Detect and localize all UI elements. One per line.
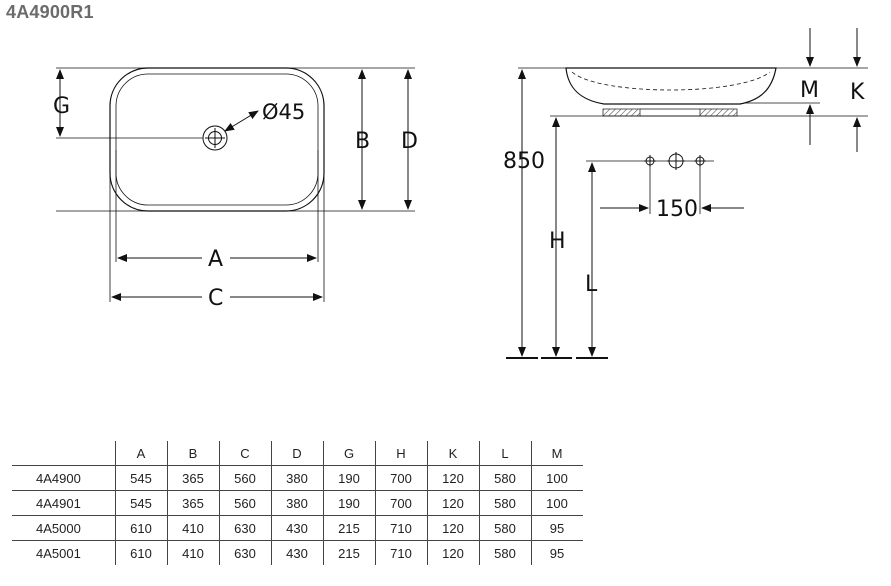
table-cell: 710 xyxy=(374,515,427,541)
table-cell: 365 xyxy=(166,465,219,491)
table-header-cell xyxy=(12,441,115,466)
label-m: M xyxy=(800,78,819,103)
table-cell: 120 xyxy=(426,465,479,491)
table-cell: 100 xyxy=(530,490,583,516)
table-header-cell: G xyxy=(322,441,375,466)
label-h: H xyxy=(549,229,566,254)
table-cell: 4A5001 xyxy=(36,545,81,561)
table-cell: 700 xyxy=(374,490,427,516)
table-header-cell: K xyxy=(426,441,479,466)
drain-icon xyxy=(202,125,228,151)
label-850: 850 xyxy=(503,149,545,174)
table-header-cell: D xyxy=(270,441,323,466)
table-cell: 95 xyxy=(530,515,583,541)
table-cell: 120 xyxy=(426,490,479,516)
table-cell: 120 xyxy=(426,515,479,541)
table-cell: 365 xyxy=(166,490,219,516)
table-cell: 700 xyxy=(374,465,427,491)
table-cell: 4A4900 xyxy=(36,470,81,486)
table-cell: 215 xyxy=(322,540,375,565)
label-b: B xyxy=(355,129,370,154)
label-c: C xyxy=(208,286,223,311)
table-cell: 190 xyxy=(322,465,375,491)
table-cell: 610 xyxy=(114,515,167,541)
table-cell: 120 xyxy=(426,540,479,565)
table-row: 4A5001 610 410 630 430 215 710 120 580 9… xyxy=(12,540,583,565)
table-header-cell: L xyxy=(478,441,531,466)
table-cell: 215 xyxy=(322,515,375,541)
label-a: A xyxy=(208,247,223,272)
label-k: K xyxy=(850,80,865,105)
table-cell: 410 xyxy=(166,540,219,565)
table-cell: 580 xyxy=(478,490,531,516)
basin-inner-outline xyxy=(115,73,319,206)
label-150: 150 xyxy=(656,197,698,222)
table-cell: 710 xyxy=(374,540,427,565)
table-cell: 380 xyxy=(270,465,323,491)
table-cell: 190 xyxy=(322,490,375,516)
table-cell: 560 xyxy=(218,465,271,491)
dimensions-table: A B C D G H K L M 4A4900 545 365 560 380… xyxy=(12,441,583,565)
label-l: L xyxy=(585,272,598,297)
connection-holes-icon xyxy=(644,152,706,170)
table-cell: 4A4901 xyxy=(36,495,81,511)
side-view xyxy=(506,28,868,359)
plan-view xyxy=(56,67,415,302)
table-row: 4A4901 545 365 560 380 190 700 120 580 1… xyxy=(12,490,583,516)
table-cell: 545 xyxy=(114,465,167,491)
table-cell: 545 xyxy=(114,490,167,516)
table-header-cell: B xyxy=(166,441,219,466)
table-cell: 610 xyxy=(114,540,167,565)
table-header-cell: C xyxy=(218,441,271,466)
table-header-cell: A xyxy=(114,441,167,466)
technical-drawing: G B D A C Ø45 xyxy=(53,28,868,359)
table-cell: 430 xyxy=(270,540,323,565)
basin-outline xyxy=(109,67,325,212)
table-cell: 580 xyxy=(478,540,531,565)
label-d: D xyxy=(401,129,418,154)
table-cell: 95 xyxy=(530,540,583,565)
table-header-row: A B C D G H K L M xyxy=(12,441,583,466)
table-cell: 560 xyxy=(218,490,271,516)
table-header-cell: M xyxy=(530,441,583,466)
table-cell: 430 xyxy=(270,515,323,541)
basin-profile xyxy=(565,67,777,105)
table-row: 4A4900 545 365 560 380 190 700 120 580 1… xyxy=(12,465,583,491)
table-header-cell: H xyxy=(374,441,427,466)
table-cell: 580 xyxy=(478,515,531,541)
table-cell: 380 xyxy=(270,490,323,516)
drawing-title: 4A4900R1 xyxy=(6,2,94,22)
table-cell: 410 xyxy=(166,515,219,541)
table-cell: 630 xyxy=(218,540,271,565)
table-cell: 630 xyxy=(218,515,271,541)
table-row: 4A5000 610 410 630 430 215 710 120 580 9… xyxy=(12,515,583,541)
table-cell: 580 xyxy=(478,465,531,491)
label-g: G xyxy=(53,94,70,119)
table-cell: 4A5000 xyxy=(36,520,81,536)
label-drain-diameter: Ø45 xyxy=(262,100,305,124)
table-cell: 100 xyxy=(530,465,583,491)
